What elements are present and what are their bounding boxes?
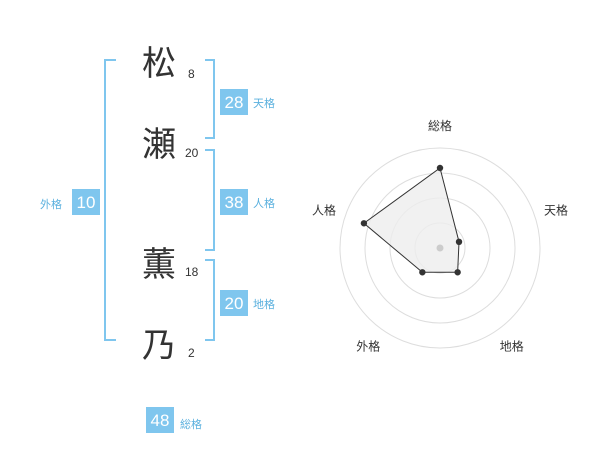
radar-point-1 [436, 164, 444, 172]
name-char-4-strokes: 2 [188, 346, 195, 360]
radar-ring-4 [339, 147, 541, 349]
tenkaku-label: 天格 [253, 96, 275, 110]
jinkaku-bracket [205, 149, 215, 251]
gaikaku-value: 10 [77, 193, 96, 212]
name-char-4: 乃 [142, 326, 176, 366]
grade-jinkaku: 38 人格 [220, 189, 275, 215]
chikaku-bracket [205, 259, 215, 341]
radar-axis-label-4: 外格 [356, 339, 380, 354]
grade-tenkaku: 28 天格 [220, 89, 275, 115]
tenkaku-bracket [205, 59, 215, 139]
name-char-2-strokes: 20 [185, 146, 199, 160]
name-char-1: 松 [142, 44, 176, 84]
gaikaku-badge [72, 189, 100, 215]
radar-center-dot [436, 244, 444, 252]
grade-soukaku: 48 総格 [146, 407, 202, 433]
jinkaku-value: 38 [225, 193, 244, 212]
tenkaku-badge [220, 89, 248, 115]
name-char-2: 瀬 [142, 125, 176, 165]
name-char-1-strokes: 8 [188, 67, 195, 81]
radar-point-5 [360, 220, 368, 227]
chikaku-badge [220, 290, 248, 316]
jinkaku-label: 人格 [253, 196, 275, 210]
chikaku-value: 20 [225, 294, 244, 313]
radar-axis-label-1: 総格 [428, 118, 452, 133]
name-char-3-strokes: 18 [185, 265, 199, 279]
grade-gaikaku: 外格 10 [40, 189, 100, 215]
radar-polygon [363, 167, 460, 273]
soukaku-badge [146, 407, 174, 433]
radar-axis-label-2: 天格 [544, 202, 568, 217]
name-char-3: 薫 [142, 245, 176, 285]
tenkaku-value: 28 [225, 93, 244, 112]
radar-point-2 [455, 238, 463, 246]
chikaku-label: 地格 [253, 297, 275, 311]
gaikaku-label: 外格 [40, 197, 62, 211]
radar-axis-label-5: 人格 [312, 202, 336, 217]
brackets [104, 59, 215, 341]
soukaku-label: 総格 [180, 417, 202, 431]
radar-point-4 [419, 269, 426, 276]
radar-axis-label-3: 地格 [500, 339, 524, 354]
jinkaku-badge [220, 189, 248, 215]
grade-chikaku: 20 地格 [220, 290, 275, 316]
soukaku-value: 48 [151, 411, 170, 430]
name-column: 松 8 瀬 20 薫 18 乃 2 [142, 44, 199, 366]
radar-point-3 [454, 269, 461, 276]
gaikaku-bracket [104, 59, 116, 341]
